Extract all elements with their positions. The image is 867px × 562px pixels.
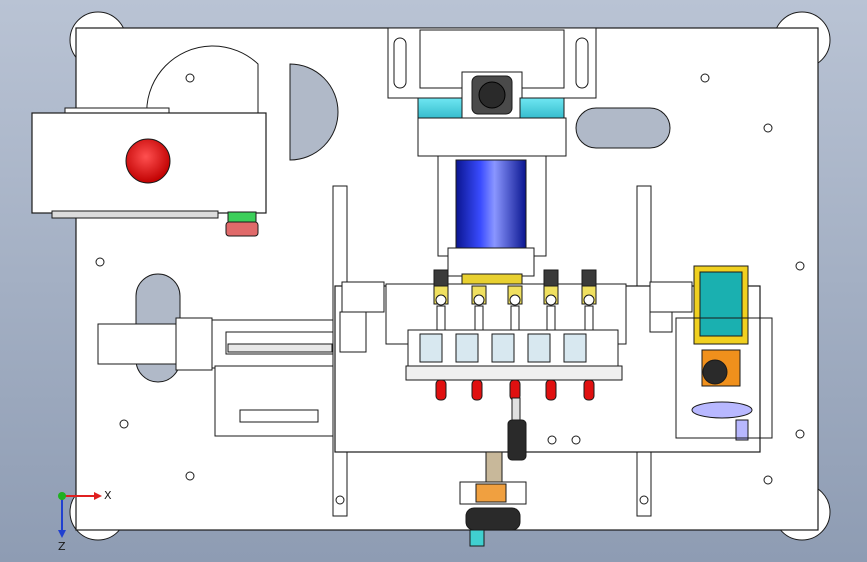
cylinder-base	[447, 247, 535, 277]
fixture-nests	[405, 329, 623, 381]
axis-x-label: X	[104, 489, 112, 502]
toggle-clamp	[507, 285, 523, 306]
mounting-screws	[95, 73, 805, 505]
push-handle[interactable]	[507, 397, 527, 461]
left-linear-slide[interactable]	[97, 317, 343, 387]
control-box[interactable]	[31, 107, 267, 219]
lead-screw	[459, 451, 527, 505]
right-oblong-slot	[575, 107, 671, 149]
scale-strip	[239, 409, 319, 423]
axis-z-label: Z	[58, 540, 66, 553]
toggle-clamp	[543, 269, 559, 306]
guide-knob[interactable]	[471, 75, 513, 115]
indicator-light	[225, 211, 259, 237]
screw-knob[interactable]	[465, 507, 521, 547]
toggle-clamp	[433, 269, 449, 306]
toggle-clamp	[471, 285, 487, 306]
toggle-clamp	[581, 269, 597, 306]
coordinate-triad	[58, 492, 102, 538]
cylinder-yellow-ring	[461, 273, 523, 285]
pneumatic-cylinder	[455, 159, 527, 249]
lower-left-plate	[214, 365, 344, 437]
drawer-assembly[interactable]	[691, 265, 753, 441]
red-probes	[435, 379, 595, 401]
side-stops	[339, 281, 693, 353]
toggle-clamps[interactable]	[433, 269, 597, 306]
right-side-plate	[675, 317, 773, 439]
emergency-stop-button[interactable]	[125, 138, 171, 184]
